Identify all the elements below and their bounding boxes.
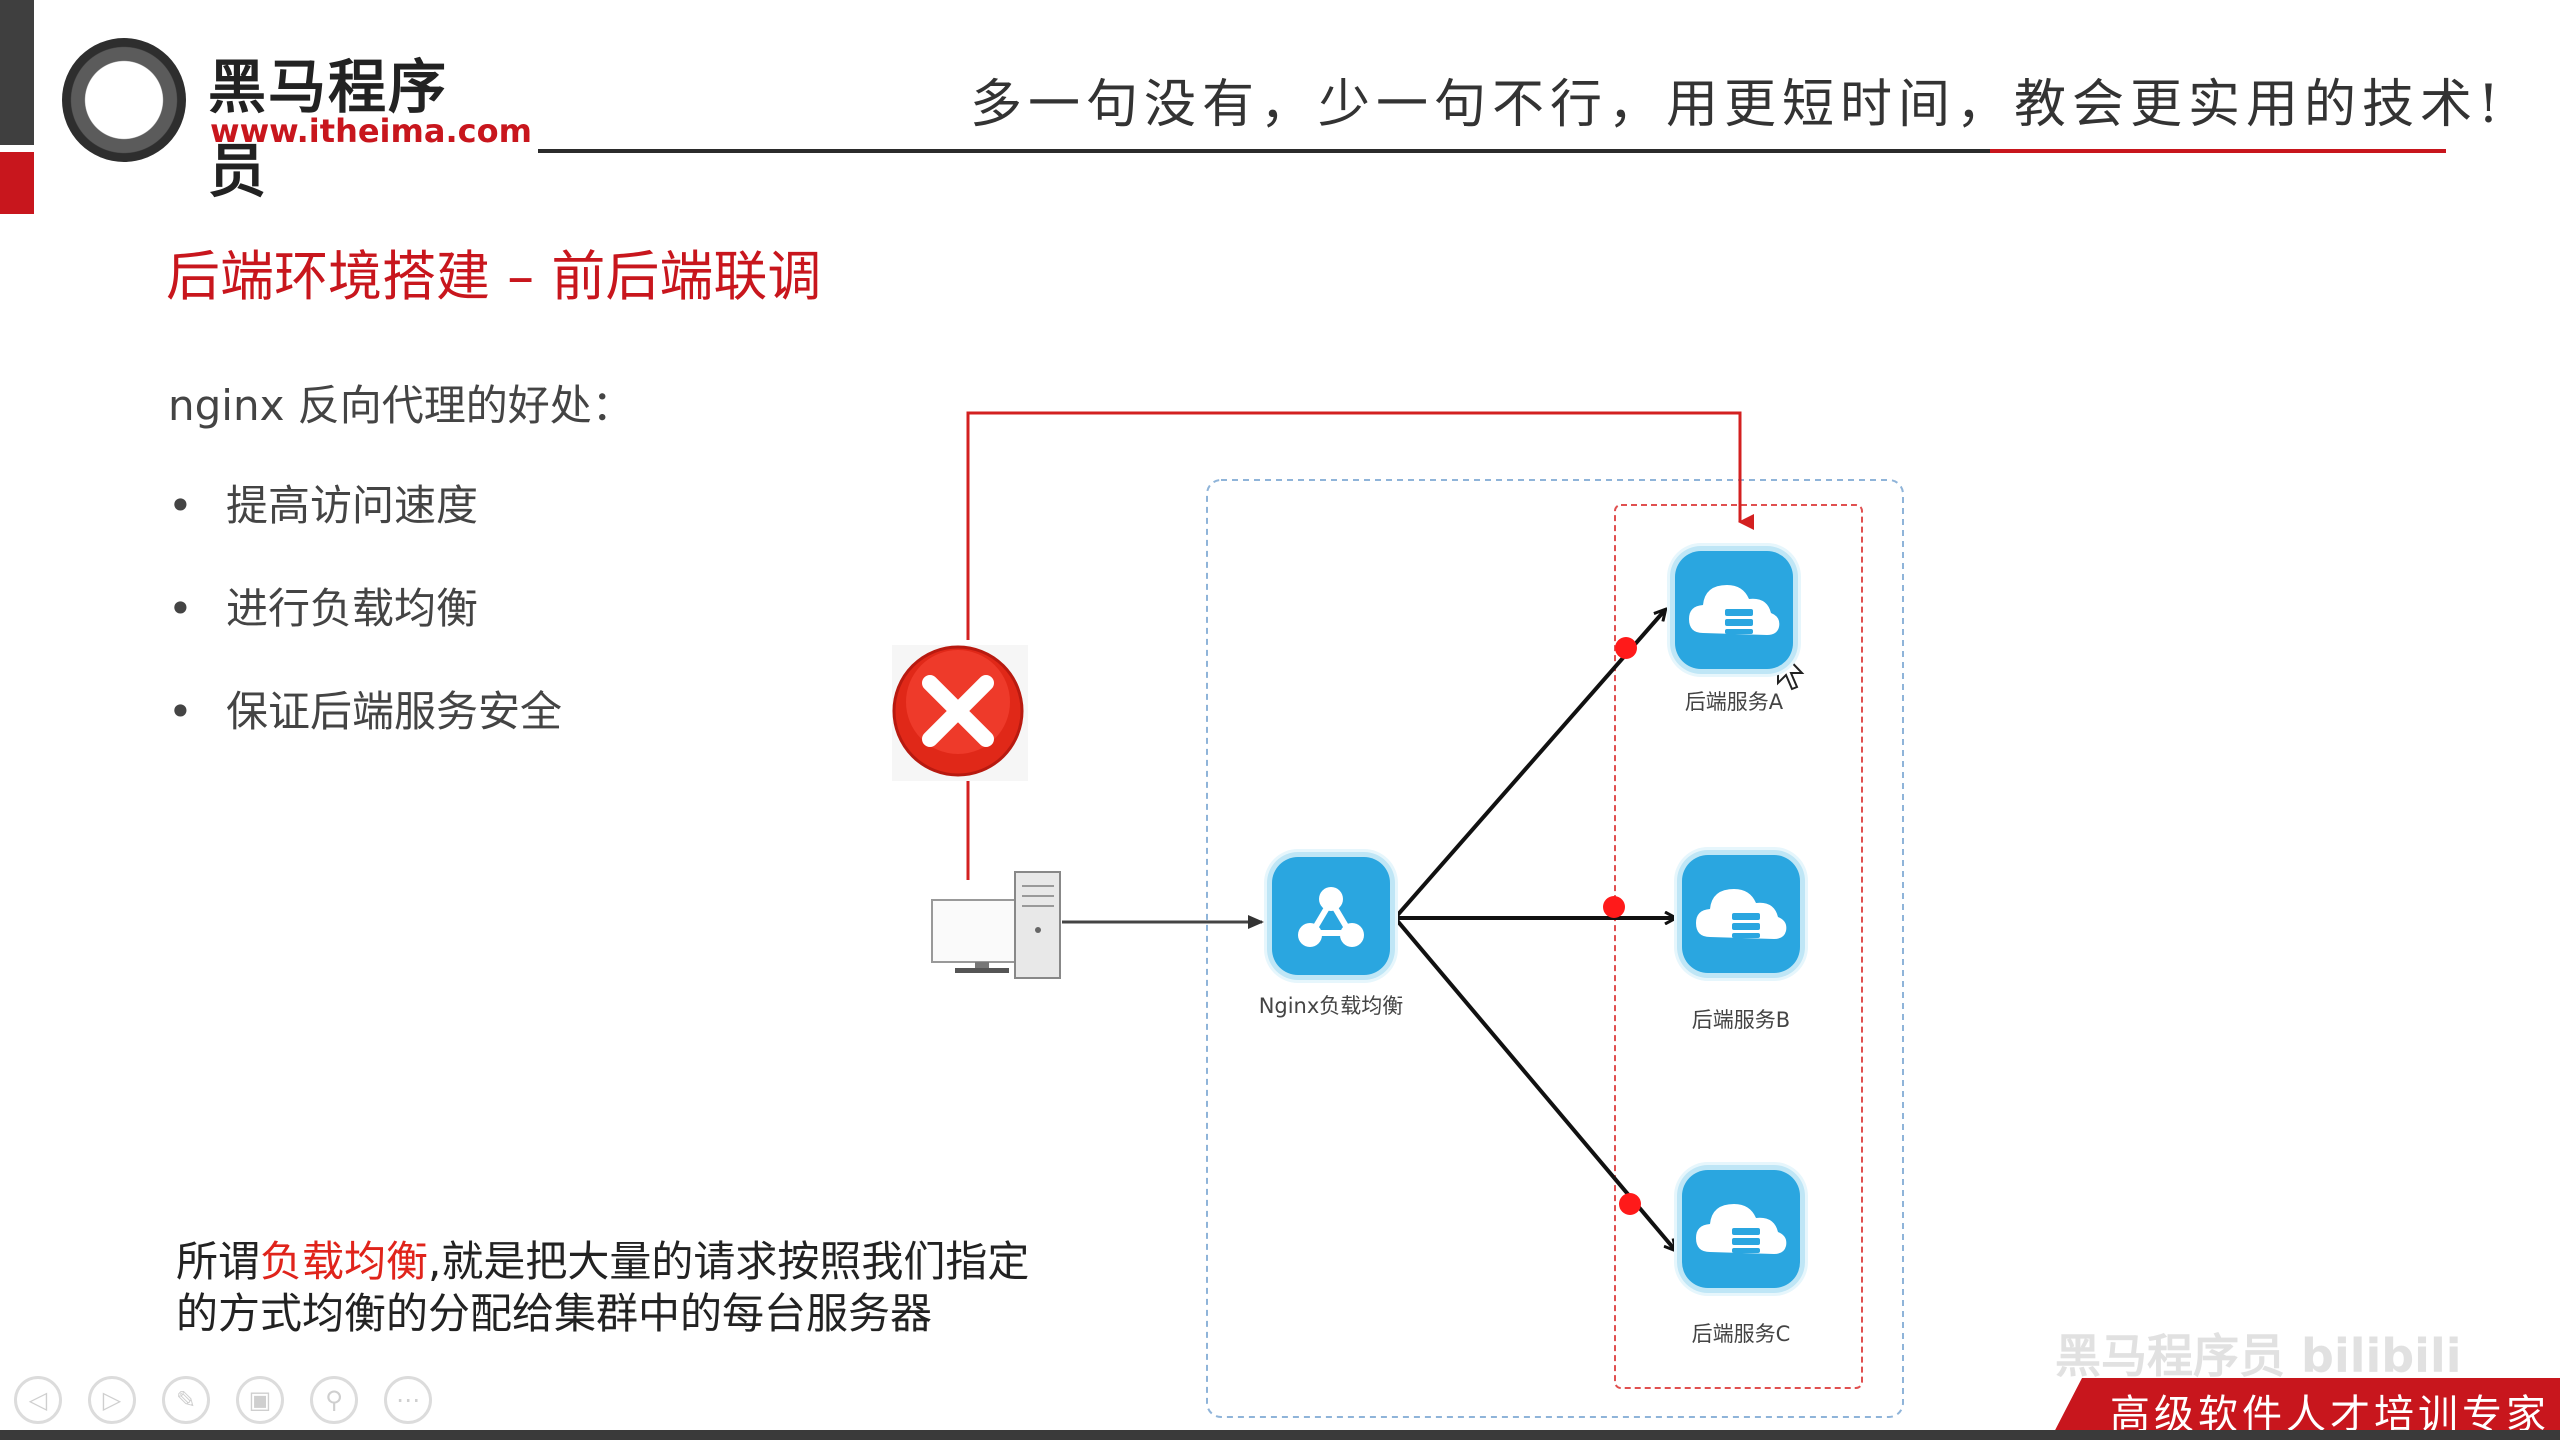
note-prefix: 所谓: [176, 1237, 261, 1286]
bullet-text: 保证后端服务安全: [226, 687, 563, 736]
server-a-node: [1675, 551, 1793, 669]
intro-text: nginx 反向代理的好处：: [168, 381, 634, 430]
port-dot: [1615, 637, 1637, 659]
nginx-label: Nginx负载均衡: [1258, 994, 1404, 1018]
cloud-server-icon: [1696, 1204, 1787, 1254]
nginx-to-server-a-arrow: [1393, 610, 1665, 920]
header-rule-accent: [1990, 149, 2446, 153]
bullet-item: • 进行负载均衡: [168, 575, 478, 636]
logo-title: 黑马程序员: [208, 53, 449, 205]
player-controls: ◁ ▷ ✎ ▣ ⚲ ⋯: [14, 1376, 432, 1428]
port-dot: [1603, 896, 1625, 918]
cluster-container: [1206, 479, 1904, 1418]
bilibili-watermark: 黑马程序员 bilibili: [2055, 1329, 2462, 1383]
load-balance-note: 所谓负载均衡,就是把大量的请求按照我们指定的方式均衡的分配给集群中的每台服务器: [176, 1236, 1056, 1340]
direct-access-path: [966, 411, 1754, 640]
server-b-node: [1682, 855, 1800, 973]
bullet-dot-icon: •: [168, 584, 193, 633]
bullet-dot-icon: •: [168, 687, 193, 736]
previous-button[interactable]: ◁: [14, 1376, 62, 1424]
bullet-text: 进行负载均衡: [226, 584, 479, 633]
nginx-node: [1272, 857, 1390, 975]
server-b-label: 后端服务B: [1691, 1008, 1791, 1032]
error-x-icon: [892, 645, 1028, 781]
server-c-node: [1682, 1170, 1800, 1288]
note-highlight: 负载均衡: [260, 1237, 429, 1286]
note-rest: ,就是把大量的请求按照我们指定的方式均衡的分配给集群中的每台服务器: [176, 1237, 1030, 1338]
left-edge-dark: [0, 0, 34, 145]
network-hub-icon: [1298, 887, 1364, 947]
header-rule: [538, 149, 1990, 153]
logo-url: www.itheima.com: [210, 112, 532, 150]
cloud-server-icon: [1696, 889, 1787, 939]
bullet-dot-icon: •: [168, 481, 193, 530]
slides-button[interactable]: ▣: [236, 1376, 284, 1424]
bottom-bar: [0, 1430, 2560, 1440]
left-edge-red: [0, 152, 34, 214]
bullet-item: • 提高访问速度: [168, 472, 478, 533]
slogan: 多一句没有，少一句不行，用更短时间，教会更实用的技术!: [970, 75, 2505, 135]
pen-button[interactable]: ✎: [162, 1376, 210, 1424]
next-button[interactable]: ▷: [88, 1376, 136, 1424]
zoom-button[interactable]: ⚲: [310, 1376, 358, 1424]
port-dot: [1619, 1193, 1641, 1215]
backend-group-box: [1614, 504, 1863, 1389]
brand-logo: 黑马程序员 www.itheima.com: [62, 34, 532, 205]
server-c-label: 后端服务C: [1691, 1322, 1791, 1346]
computer-icon: [931, 871, 1061, 979]
slide-title: 后端环境搭建 – 前后端联调: [166, 245, 822, 308]
more-button[interactable]: ⋯: [384, 1376, 432, 1424]
bullet-text: 提高访问速度: [226, 481, 479, 530]
server-a-label: 后端服务A: [1684, 690, 1784, 714]
bullet-item: • 保证后端服务安全: [168, 678, 562, 739]
horse-logo-icon: [62, 38, 186, 162]
footer-banner: [2050, 1378, 2560, 1440]
cloud-server-icon: [1689, 585, 1780, 635]
